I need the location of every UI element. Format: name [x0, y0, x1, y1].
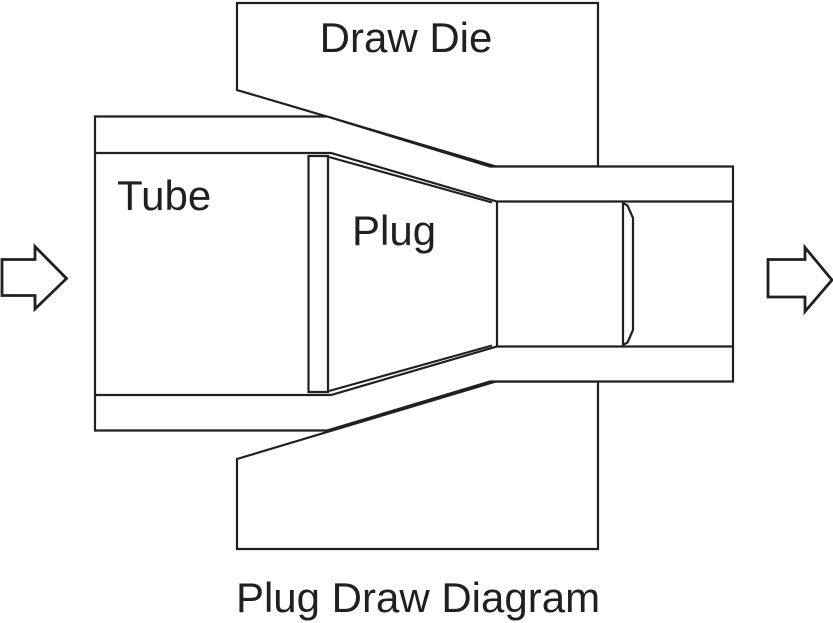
tube-outline	[93, 115, 735, 432]
tube-bore-lower-wall	[95, 345, 733, 397]
inlet-flow-arrow-icon	[0, 243, 69, 313]
outlet-flow-arrow-icon	[766, 243, 833, 316]
draw-die-label: Draw Die	[320, 14, 493, 61]
plug-rear-face	[621, 201, 635, 347]
plug-taper-upper-edge	[328, 155, 493, 204]
plug-label: Plug	[352, 207, 436, 254]
plug-front-face	[307, 154, 330, 394]
draw-die-lower-block	[235, 380, 600, 551]
tube-label: Tube	[117, 172, 211, 219]
diagram-caption: Plug Draw Diagram	[236, 574, 600, 621]
plug-taper-lower-edge	[328, 344, 493, 393]
tube-bore-upper-wall	[95, 151, 733, 203]
diagram-line-work	[0, 1, 833, 551]
